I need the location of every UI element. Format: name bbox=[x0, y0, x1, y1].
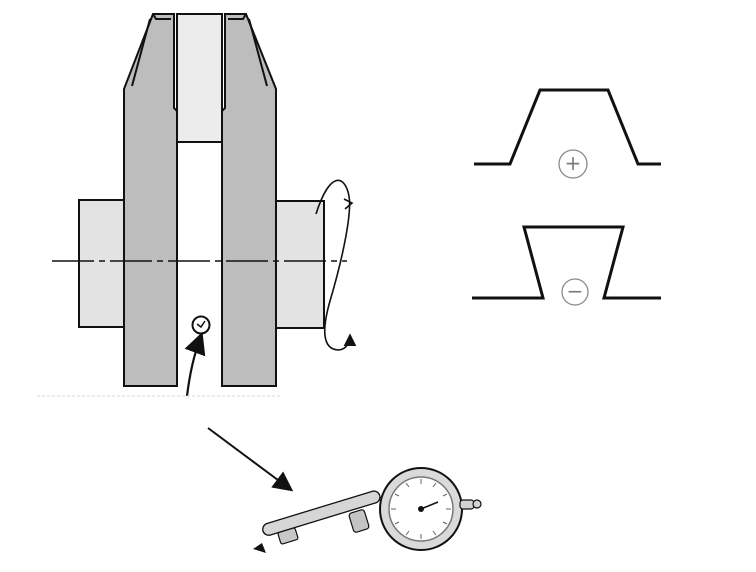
gauge-direction-arrow bbox=[207, 427, 294, 492]
gauge-probe-front bbox=[277, 527, 299, 545]
positive-profile bbox=[474, 88, 661, 166]
journal-left bbox=[78, 199, 126, 328]
gauge-probe-body bbox=[262, 490, 381, 536]
gauge-probe-collar bbox=[348, 509, 370, 533]
crankshaft-diagram bbox=[37, 13, 357, 397]
crankshaft-web-left bbox=[123, 13, 178, 387]
crankshaft-web-right bbox=[221, 13, 277, 387]
pointer-arrow bbox=[184, 331, 206, 397]
negative-profile bbox=[472, 225, 661, 300]
gauge-tip bbox=[253, 543, 266, 553]
right-top-detail bbox=[228, 13, 247, 20]
rotation-arrow bbox=[315, 179, 357, 351]
dial-indicator bbox=[253, 467, 482, 553]
gauge-needle bbox=[420, 501, 439, 510]
negative-symbol: − bbox=[567, 279, 584, 303]
gauge-side-knob bbox=[459, 499, 475, 510]
tolerance-symbols: + − bbox=[472, 88, 661, 306]
right-inner-bevel bbox=[248, 18, 268, 87]
center-block bbox=[176, 13, 223, 143]
negative-circle bbox=[561, 278, 589, 306]
positive-circle bbox=[558, 149, 588, 179]
measurement-point bbox=[191, 315, 211, 335]
left-inner-bevel bbox=[131, 18, 151, 87]
rotation-arrow-head-top bbox=[343, 198, 354, 210]
gauge-hub bbox=[418, 506, 424, 512]
gauge-side-cap bbox=[472, 499, 482, 509]
left-top-detail bbox=[152, 13, 171, 20]
journal-right bbox=[275, 200, 325, 329]
measurement-point-mark bbox=[196, 320, 206, 329]
positive-symbol: + bbox=[565, 151, 582, 175]
gauge-ticks bbox=[391, 479, 451, 539]
